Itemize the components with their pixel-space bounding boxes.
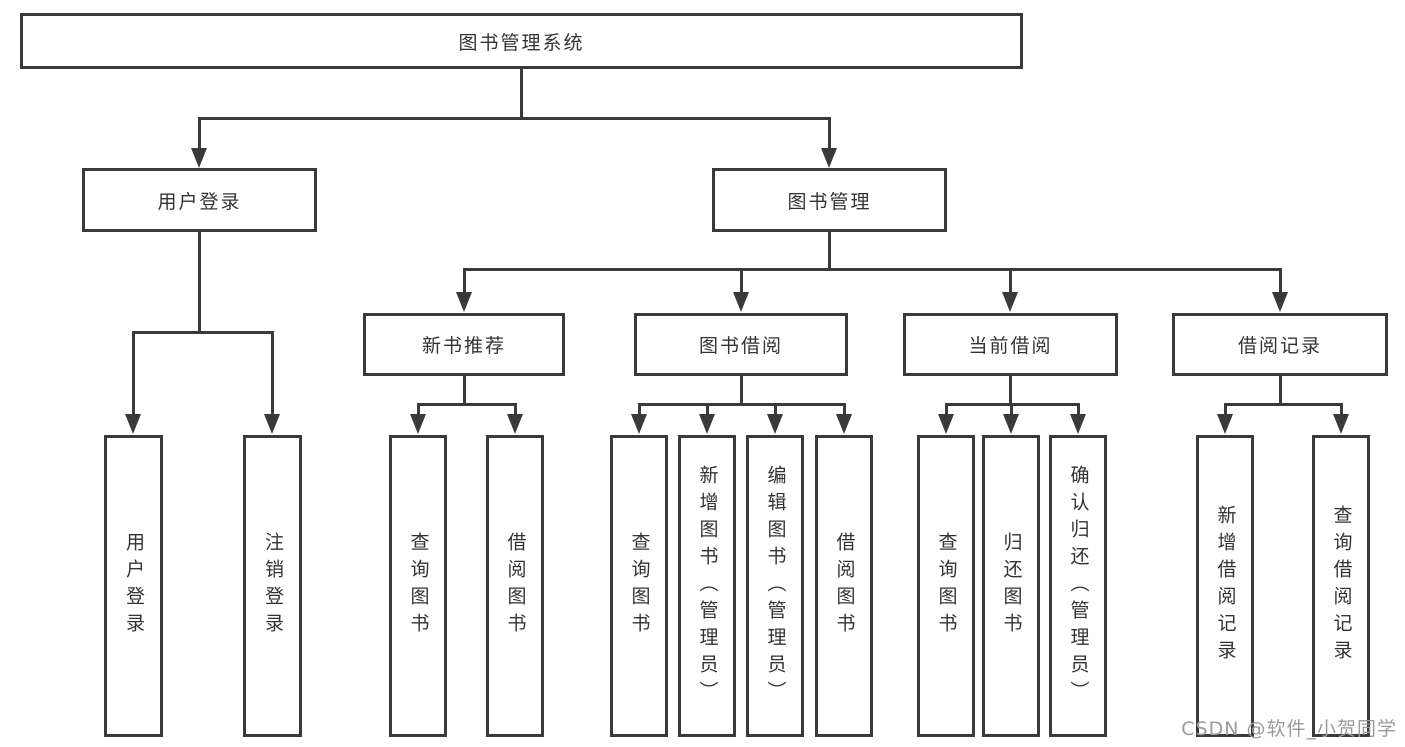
node-library-system-label: 图书管理系统 (458, 31, 585, 54)
leaf-label: 新增图书（管理员） (696, 464, 719, 708)
node-current-borrow-label: 当前借阅 (968, 335, 1053, 357)
connector-arrow-shaft (1340, 403, 1343, 417)
leaf-query-books: 查询图书 (610, 435, 668, 737)
connector-user-login-bus (132, 331, 274, 334)
leaf-borrow-books: 借阅图书 (815, 435, 873, 737)
watermark: CSDN @软件_小贺同学 (1181, 718, 1397, 740)
connector-level1-bus (198, 117, 831, 120)
node-borrow-records: 借阅记录 (1172, 313, 1388, 376)
node-book-management-label: 图书管理 (787, 190, 872, 213)
arrow-head-icon (1002, 292, 1018, 312)
arrow-head-icon (410, 414, 426, 434)
arrow-head-icon (191, 148, 207, 168)
connector-arrow-shaft (514, 403, 517, 417)
leaf-user-login-label: 用户登录 (123, 532, 145, 640)
arrow-head-icon (456, 292, 472, 312)
leaf-logout-label: 注销登录 (262, 532, 284, 640)
connector-user-login-leg (198, 231, 201, 334)
leaf-logout: 注销登录 (243, 435, 302, 737)
connector-group-bus (1224, 403, 1342, 406)
arrow-head-icon (767, 414, 783, 434)
connector-group-leg (463, 376, 466, 406)
connector-arrow-shaft (638, 403, 641, 417)
leaf-add-books-admin: 新增图书（管理员） (678, 435, 736, 737)
node-new-book-recommend-label: 新书推荐 (421, 335, 506, 357)
connector-group-leg (1279, 376, 1282, 406)
arrow-head-icon (631, 414, 647, 434)
connector-arrow-shaft (271, 331, 274, 416)
connector-arrow-shaft (417, 403, 420, 417)
arrow-head-icon (699, 414, 715, 434)
arrow-head-icon (821, 148, 837, 168)
node-library-system: 图书管理系统 (20, 13, 1023, 69)
connector-arrow-shaft (740, 268, 743, 294)
connector-group-bus (638, 403, 845, 406)
arrow-head-icon (938, 414, 954, 434)
arrow-head-icon (1272, 292, 1288, 312)
leaf-label: 借阅图书 (833, 532, 856, 640)
arrow-head-icon (1003, 414, 1019, 434)
node-new-book-recommend: 新书推荐 (363, 313, 565, 376)
leaf-label: 借阅图书 (504, 532, 527, 640)
arrow-head-icon (1217, 414, 1233, 434)
leaf-label: 查询图书 (628, 532, 651, 640)
arrow-head-icon (836, 414, 852, 434)
leaf-user-login: 用户登录 (104, 435, 163, 737)
leaf-label: 查询图书 (935, 532, 958, 640)
node-borrow-records-label: 借阅记录 (1237, 335, 1322, 357)
connector-group-leg (740, 376, 743, 406)
node-current-borrow: 当前借阅 (903, 313, 1118, 376)
connector-arrow-shaft (1009, 268, 1012, 294)
arrow-head-icon (264, 414, 280, 434)
leaf-query-books: 查询图书 (389, 435, 447, 737)
leaf-borrow-books: 借阅图书 (486, 435, 544, 737)
connector-level2-bus (463, 268, 1281, 271)
connector-arrow-shaft (1010, 403, 1013, 417)
node-book-management: 图书管理 (712, 168, 947, 232)
arrow-head-icon (1333, 414, 1349, 434)
connector-group-bus (417, 403, 517, 406)
leaf-add-borrow-record: 新增借阅记录 (1196, 435, 1254, 737)
connector-arrow-shaft (828, 117, 831, 149)
connector-arrow-shaft (774, 403, 777, 417)
leaf-edit-books-admin: 编辑图书（管理员） (746, 435, 804, 737)
connector-arrow-shaft (463, 268, 466, 294)
connector-arrow-shaft (1077, 403, 1080, 417)
leaf-label: 新增借阅记录 (1214, 505, 1237, 667)
leaf-label: 查询图书 (407, 532, 430, 640)
node-book-borrow: 图书借阅 (634, 313, 848, 376)
leaf-query-borrow-record: 查询借阅记录 (1312, 435, 1370, 737)
connector-arrow-shaft (843, 403, 846, 417)
connector-arrow-shaft (1224, 403, 1227, 417)
node-user-login-label: 用户登录 (157, 190, 242, 213)
connector-group-leg (1009, 376, 1012, 406)
connector-arrow-shaft (945, 403, 948, 417)
arrow-head-icon (507, 414, 523, 434)
leaf-confirm-return-admin: 确认归还（管理员） (1049, 435, 1107, 737)
arrow-head-icon (125, 414, 141, 434)
connector-root-leg (520, 68, 523, 119)
leaf-return-books: 归还图书 (982, 435, 1040, 737)
leaf-label: 编辑图书（管理员） (764, 464, 787, 708)
connector-arrow-shaft (132, 331, 135, 416)
leaf-label: 确认归还（管理员） (1067, 464, 1090, 708)
node-user-login: 用户登录 (82, 168, 317, 232)
leaf-query-books: 查询图书 (917, 435, 975, 737)
connector-arrow-shaft (706, 403, 709, 417)
connector-book-mgmt-leg (828, 231, 831, 271)
leaf-label: 归还图书 (1000, 532, 1023, 640)
arrow-head-icon (733, 292, 749, 312)
connector-arrow-shaft (1279, 268, 1282, 294)
connector-arrow-shaft (198, 117, 201, 149)
node-book-borrow-label: 图书借阅 (698, 335, 783, 357)
leaf-label: 查询借阅记录 (1330, 505, 1353, 667)
arrow-head-icon (1070, 414, 1086, 434)
